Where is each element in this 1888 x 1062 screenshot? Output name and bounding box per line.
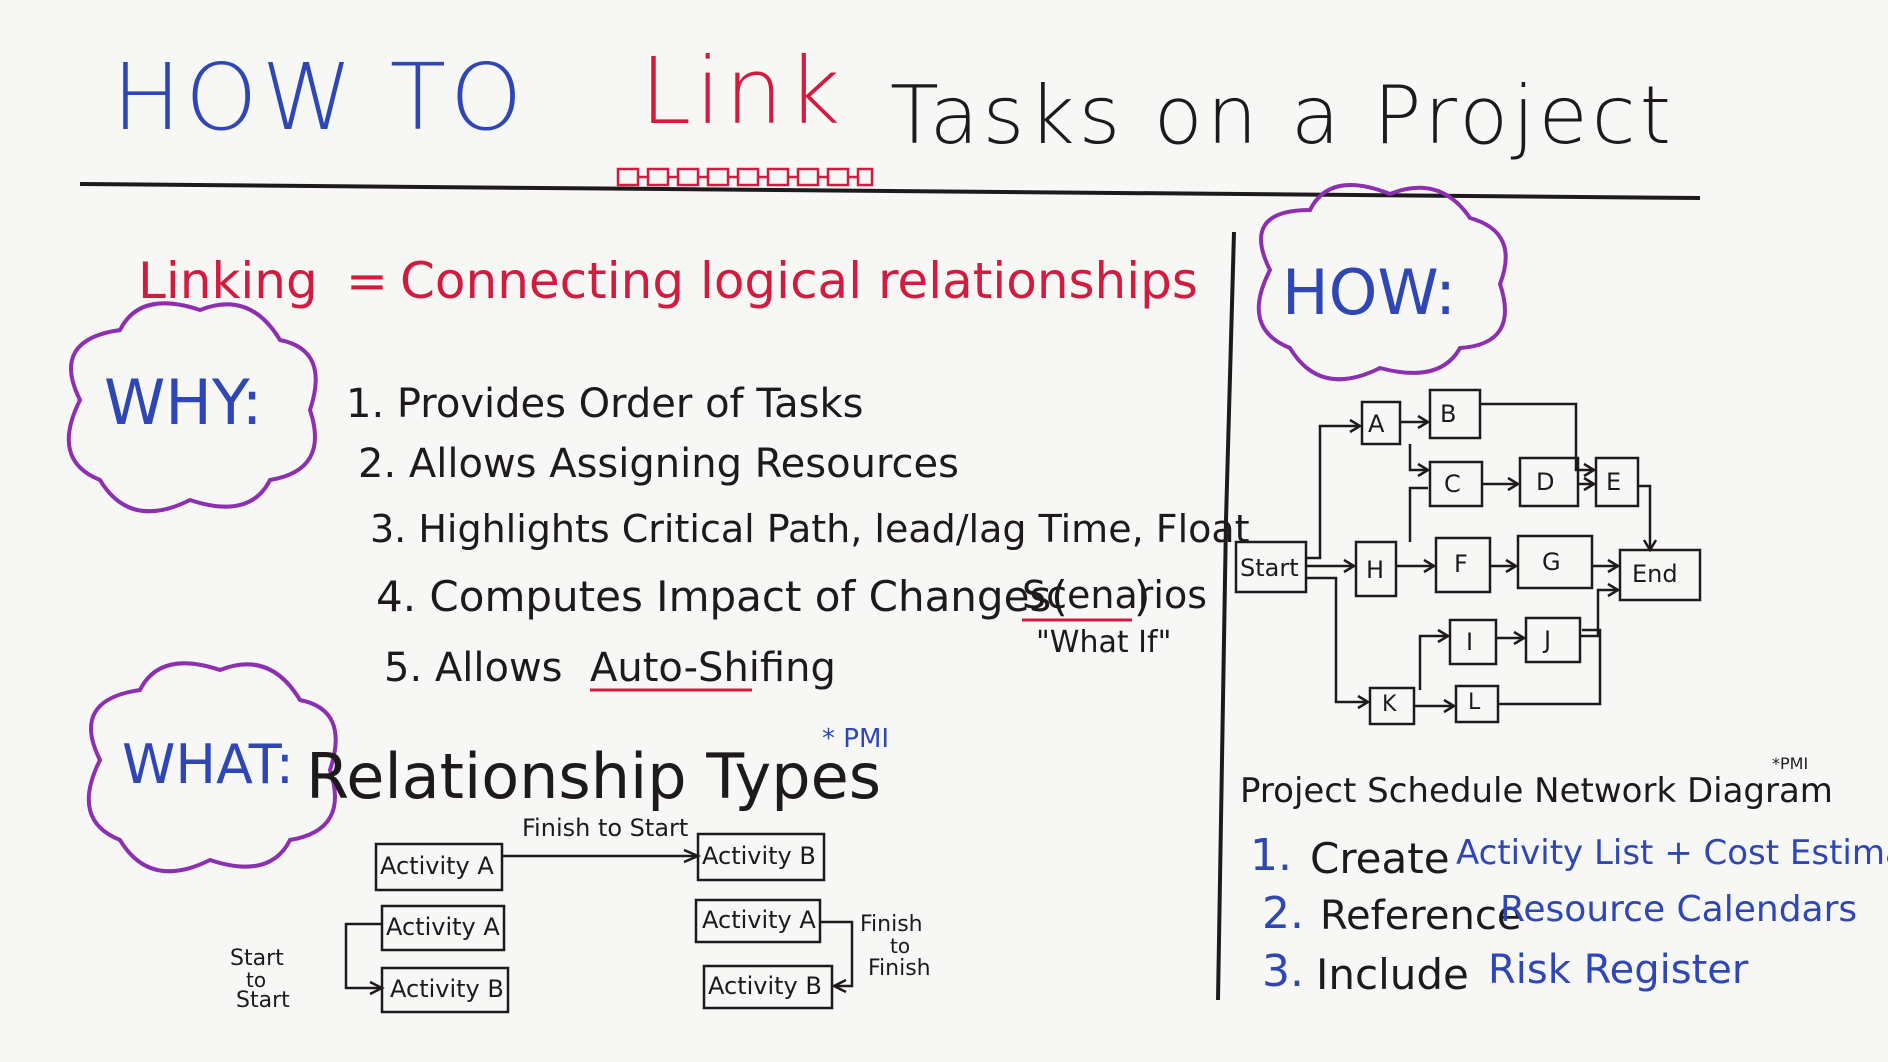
node-k: K bbox=[1382, 692, 1397, 717]
title-link: Link bbox=[640, 38, 845, 145]
node-d: D bbox=[1536, 468, 1555, 496]
node-c: C bbox=[1444, 470, 1461, 498]
definition-meaning: Connecting logical relationships bbox=[400, 252, 1198, 310]
ss-label-line-2: to bbox=[246, 968, 267, 992]
why-item-5-auto-shifting: Auto-Shifing bbox=[590, 645, 836, 691]
pmi-footnote: * PMI bbox=[822, 724, 890, 754]
how-label: HOW: bbox=[1282, 256, 1456, 329]
how-step-2-verb: Reference bbox=[1320, 893, 1522, 939]
node-a: A bbox=[1368, 410, 1385, 438]
why-cloud-icon bbox=[66, 301, 318, 514]
fs-activity-a-box bbox=[374, 842, 504, 892]
node-e: E bbox=[1606, 468, 1622, 496]
node-end: End bbox=[1632, 560, 1678, 588]
fs-activity-a: Activity A bbox=[380, 852, 494, 880]
node-g: G bbox=[1542, 548, 1561, 576]
network-diagram bbox=[1234, 388, 1702, 726]
how-step-2-object: Resource Calendars bbox=[1500, 889, 1858, 930]
node-f: F bbox=[1454, 550, 1468, 578]
title-underline bbox=[79, 182, 1701, 200]
ss-activity-a: Activity A bbox=[386, 913, 500, 941]
why-item-4-note: "What If" bbox=[1036, 625, 1172, 660]
why-item-4-scenarios: Scenarios bbox=[1022, 573, 1207, 617]
ss-activity-b-box bbox=[380, 966, 510, 1014]
what-cloud-icon bbox=[86, 661, 338, 874]
node-h: H bbox=[1366, 556, 1385, 584]
how-step-3-verb: Include bbox=[1316, 950, 1469, 999]
ss-label-line-3: Start bbox=[236, 988, 290, 1013]
network-diagram-caption-note: *PMI bbox=[1772, 754, 1809, 773]
ss-activity-a-box bbox=[380, 904, 506, 952]
why-item-4-close: ) bbox=[1134, 572, 1151, 621]
ff-label-line-1: Finish bbox=[860, 912, 923, 937]
how-step-3-number: 3. bbox=[1262, 946, 1304, 997]
node-l: L bbox=[1468, 690, 1481, 715]
what-label: WHAT: bbox=[122, 733, 294, 796]
ff-activity-b: Activity B bbox=[708, 972, 822, 1000]
node-start: Start bbox=[1240, 554, 1299, 582]
fs-label: Finish to Start bbox=[522, 814, 689, 842]
title-rest: Tasks on a Project bbox=[890, 69, 1676, 162]
why-item-4: 4. Computes Impact of Changes( bbox=[376, 572, 1068, 621]
ff-arrow bbox=[820, 920, 854, 988]
node-j: J bbox=[1544, 626, 1552, 654]
why-item-1: 1. Provides Order of Tasks bbox=[346, 381, 864, 427]
ff-activity-b-box bbox=[702, 964, 834, 1010]
why-item-3: 3. Highlights Critical Path, lead/lag Ti… bbox=[370, 507, 1250, 551]
ss-label-line-1: Start bbox=[230, 946, 284, 971]
how-step-1-object: Activity List + Cost Estimates bbox=[1456, 833, 1888, 873]
definition-equals: = bbox=[346, 252, 388, 310]
section-divider bbox=[1216, 231, 1236, 1001]
how-step-1-verb: Create bbox=[1310, 834, 1450, 883]
ff-label-line-3: Finish bbox=[868, 956, 931, 981]
why-label: WHY: bbox=[104, 366, 263, 439]
network-diagram-caption: Project Schedule Network Diagram bbox=[1240, 771, 1833, 811]
definition-term: Linking bbox=[138, 252, 318, 310]
how-step-2-number: 2. bbox=[1262, 888, 1304, 939]
ss-arrow bbox=[344, 922, 382, 990]
how-step-1-number: 1. bbox=[1250, 830, 1292, 881]
ss-activity-b: Activity B bbox=[390, 975, 504, 1003]
node-i: I bbox=[1466, 628, 1474, 656]
why-item-5: 5. Allows bbox=[384, 645, 563, 691]
how-step-3-object: Risk Register bbox=[1488, 947, 1749, 993]
ff-label-line-2: to bbox=[890, 934, 911, 958]
fs-activity-b: Activity B bbox=[702, 842, 816, 870]
relationship-types-heading: Relationship Types bbox=[306, 740, 882, 813]
why-item-2: 2. Allows Assigning Resources bbox=[358, 441, 959, 487]
how-cloud-icon bbox=[1256, 183, 1508, 382]
title-how-to: HOW TO bbox=[112, 44, 527, 151]
ff-activity-a: Activity A bbox=[702, 906, 816, 934]
node-b: B bbox=[1440, 400, 1457, 428]
chain-links-icon bbox=[616, 167, 874, 187]
